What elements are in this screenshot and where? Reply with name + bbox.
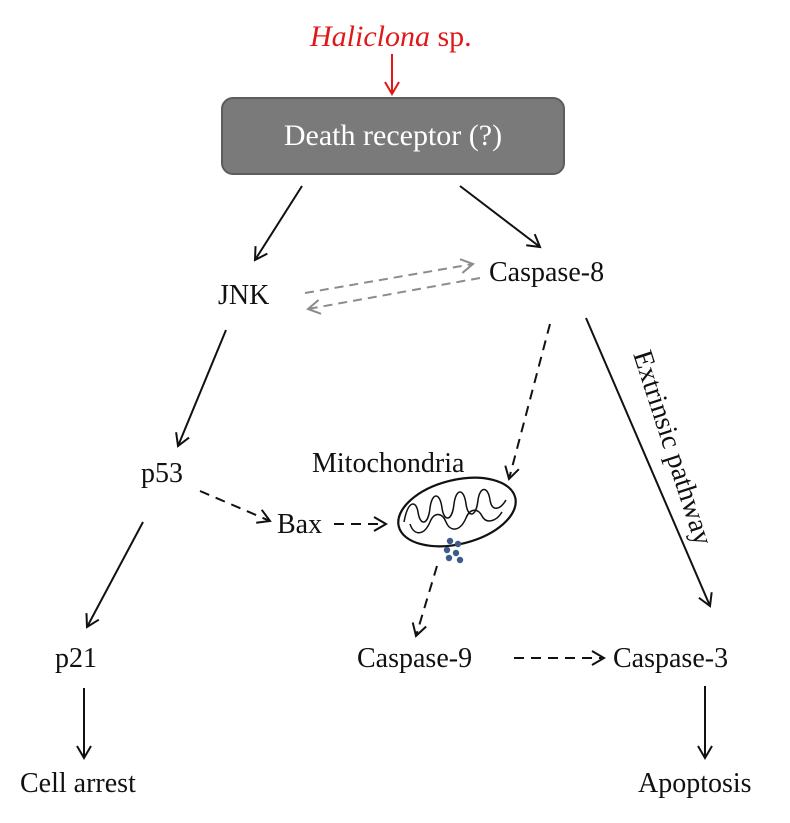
- arrow-caspase8-to-jnk: [306, 277, 481, 315]
- arrow-jnk-to-caspase8: [304, 258, 475, 294]
- arrow-receptor-to-jnk: [253, 185, 303, 262]
- mitochondrion-icon: [397, 476, 517, 548]
- death-receptor-label: Death receptor (?): [283, 119, 503, 152]
- arrow-jnk-to-p53: [175, 329, 227, 448]
- arrow-p53-to-p21: [85, 521, 144, 629]
- node-cell-arrest: Cell arrest: [20, 768, 136, 799]
- node-p53: p53: [141, 458, 183, 489]
- arrow-p53-to-bax: [199, 490, 272, 524]
- arrow-mitochondria-to-caspase9: [411, 565, 438, 638]
- trigger-label: Haliclona sp.: [310, 20, 472, 54]
- arrow-receptor-to-caspase8: [459, 185, 542, 249]
- node-caspase-3: Caspase-3: [613, 643, 729, 674]
- arrow-caspase8-to-caspase3: [585, 317, 713, 608]
- node-mitochondria: Mitochondria: [312, 448, 465, 479]
- arrow-caspase8-to-mitochondria: [504, 323, 551, 481]
- node-jnk: JNK: [218, 280, 270, 311]
- trigger-genus: Haliclona: [310, 20, 430, 53]
- cytochrome-release-dots: [443, 537, 464, 564]
- node-p21: p21: [55, 643, 97, 674]
- node-bax: Bax: [277, 509, 323, 540]
- node-caspase-8: Caspase-8: [489, 257, 605, 288]
- trigger-suffix: sp.: [430, 20, 472, 53]
- node-apoptosis: Apoptosis: [638, 768, 752, 799]
- death-receptor-box: Death receptor (?): [221, 97, 565, 175]
- node-caspase-9: Caspase-9: [357, 643, 473, 674]
